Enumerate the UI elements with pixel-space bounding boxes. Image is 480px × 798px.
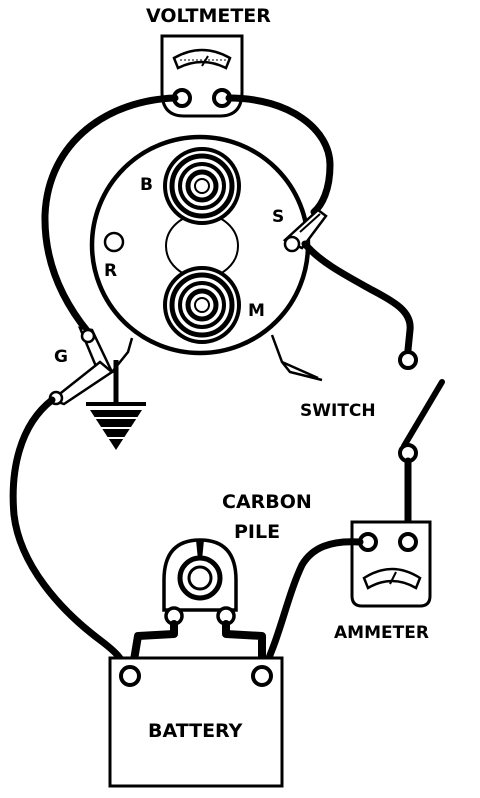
battery-terminal-negative bbox=[119, 665, 141, 687]
voltmeter-label: VOLTMETER bbox=[146, 5, 271, 27]
terminal-b bbox=[163, 147, 241, 225]
switch-lead-to-s-terminal bbox=[301, 240, 414, 354]
ground-clip-label: G bbox=[54, 347, 68, 367]
terminal-b-label: B bbox=[140, 175, 153, 195]
terminal-m-label: M bbox=[248, 301, 265, 321]
switch-label: SWITCH bbox=[300, 401, 376, 421]
ammeter-needle bbox=[389, 571, 397, 585]
battery-label: BATTERY bbox=[148, 720, 243, 742]
ground-lead-to-battery bbox=[9, 396, 130, 676]
ammeter-terminal-right bbox=[398, 532, 418, 552]
ground-symbol-icon bbox=[86, 360, 146, 450]
carbon-pile[interactable] bbox=[162, 538, 238, 626]
carbon-pile-lead-left bbox=[128, 620, 178, 676]
voltmeter-scale-icon bbox=[172, 48, 232, 70]
carbon-pile-label-line2: PILE bbox=[234, 521, 280, 543]
carbon-pile-knob-pointer bbox=[196, 540, 204, 560]
s-terminal-clip bbox=[282, 208, 328, 253]
ammeter bbox=[350, 520, 432, 608]
ammeter-label: AMMETER bbox=[334, 623, 429, 643]
battery: BATTERY bbox=[108, 656, 284, 788]
terminal-m bbox=[163, 266, 241, 344]
terminal-r bbox=[103, 231, 125, 253]
battery-terminal-positive bbox=[251, 665, 273, 687]
voltmeter-lead-right bbox=[225, 94, 334, 216]
carbon-pile-label-line1: CARBON bbox=[222, 491, 312, 513]
terminal-r-label: R bbox=[104, 261, 117, 281]
terminal-s-label: S bbox=[272, 207, 284, 227]
starter-motor: B S R M bbox=[89, 134, 323, 382]
voltmeter-needle bbox=[201, 55, 209, 67]
carbon-pile-lead-right bbox=[222, 620, 266, 676]
starter-mounting-bracket bbox=[270, 334, 323, 382]
ammeter-lead-to-battery bbox=[262, 538, 364, 676]
voltmeter-lead-left bbox=[41, 94, 179, 336]
switch-contact-left bbox=[398, 350, 418, 370]
switch-blade[interactable] bbox=[401, 379, 445, 449]
voltmeter: VOLTMETER bbox=[146, 5, 271, 118]
